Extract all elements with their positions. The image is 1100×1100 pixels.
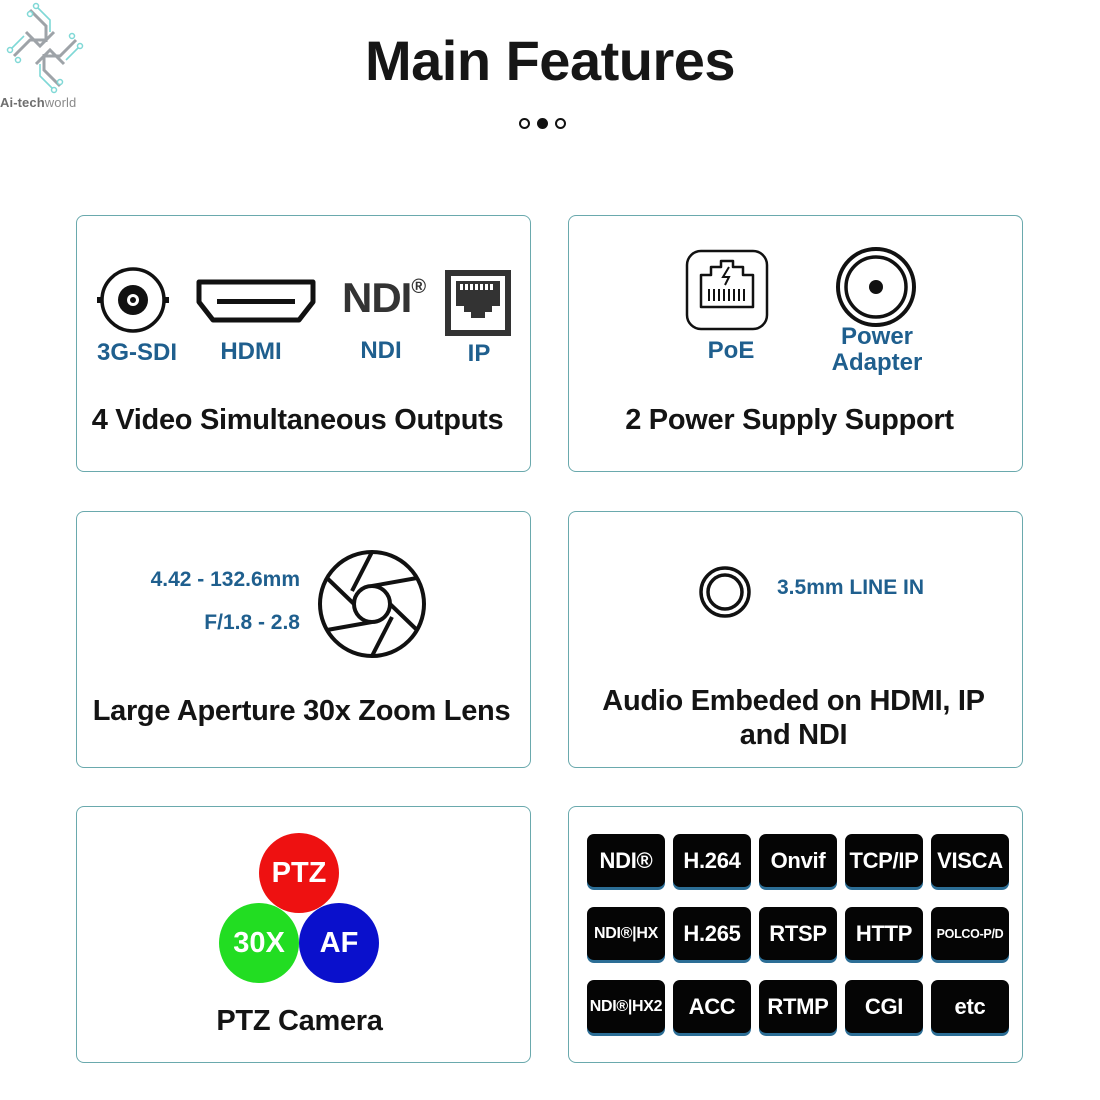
- protocol-tag: RTSP: [759, 907, 837, 960]
- hdmi-port-icon: [196, 279, 316, 323]
- feature-caption: Large Aperture 30x Zoom Lens: [92, 695, 511, 727]
- page-title: Main Features: [364, 29, 736, 92]
- brand-name-bold: Ai-tech: [0, 95, 45, 110]
- pagination-dot-1[interactable]: [519, 118, 530, 129]
- protocol-tag: NDI®|HX2: [587, 980, 665, 1033]
- audio-jack-icon: [699, 566, 751, 618]
- output-label-ndi: NDI: [360, 337, 402, 364]
- feature-card-power-supply: PoE Power Adapter 2 Power Supply Support: [568, 215, 1023, 472]
- carousel-pagination: [519, 118, 566, 129]
- protocol-tag: VISCA: [931, 834, 1009, 887]
- brand-logo: Ai-techworld: [0, 2, 92, 110]
- feature-card-audio: 3.5mm LINE IN Audio Embeded on HDMI, IP …: [568, 511, 1023, 768]
- protocol-tag: POLCO-P/D: [931, 907, 1009, 960]
- ndi-logo-text: NDI: [342, 274, 412, 321]
- dc-power-jack-icon: [836, 247, 916, 327]
- circuit-logo-icon: [6, 2, 84, 94]
- feature-card-ptz-camera: 30X AF PTZ PTZ Camera: [76, 806, 531, 1063]
- protocol-tag: etc: [931, 980, 1009, 1033]
- circle-ptz: PTZ: [259, 833, 339, 913]
- ethernet-port-icon: [445, 270, 511, 336]
- feature-card-video-outputs: NDI® 3G-SDI HDMI NDI IP 4 Video Simultan…: [76, 215, 531, 472]
- power-label-adapter-line2: Adapter: [831, 349, 923, 376]
- line-in-label: 3.5mm LINE IN: [777, 576, 925, 599]
- power-label-poe: PoE: [707, 337, 755, 364]
- feature-caption-line2: and NDI: [739, 719, 848, 751]
- protocol-tag: H.265: [673, 907, 751, 960]
- feature-caption: Audio Embeded on HDMI, IP and NDI: [567, 684, 1020, 752]
- feature-card-protocols: NDI® H.264 Onvif TCP/IP VISCA NDI®|HX H.…: [568, 806, 1023, 1063]
- protocol-tag: NDI®: [587, 834, 665, 887]
- feature-caption-line1: Audio Embeded on HDMI, IP: [602, 685, 985, 717]
- pagination-dot-2-active[interactable]: [537, 118, 548, 129]
- power-label-adapter: Power Adapter: [814, 324, 940, 376]
- protocol-tag: CGI: [845, 980, 923, 1033]
- aperture-icon: [318, 550, 426, 658]
- aperture-value: F/1.8 - 2.8: [204, 611, 300, 634]
- power-label-adapter-line1: Power: [840, 323, 914, 350]
- output-label-hdmi: HDMI: [220, 338, 282, 365]
- pagination-dot-3[interactable]: [555, 118, 566, 129]
- ndi-registered-mark: ®: [411, 276, 426, 298]
- protocol-tag: HTTP: [845, 907, 923, 960]
- poe-port-icon: [685, 249, 769, 331]
- ndi-logo-icon: NDI®: [342, 274, 426, 322]
- brand-name: Ai-techworld: [0, 95, 76, 110]
- protocol-tag: H.264: [673, 834, 751, 887]
- feature-caption: 4 Video Simultaneous Outputs: [91, 404, 504, 436]
- feature-caption: PTZ Camera: [216, 1005, 383, 1037]
- protocol-tag: TCP/IP: [845, 834, 923, 887]
- circle-af: AF: [299, 903, 379, 983]
- bnc-connector-icon: [97, 267, 169, 333]
- feature-caption: 2 Power Supply Support: [625, 404, 954, 436]
- output-label-3g-sdi: 3G-SDI: [96, 339, 177, 366]
- protocol-tag: ACC: [673, 980, 751, 1033]
- brand-name-light: world: [44, 95, 77, 110]
- circle-30x: 30X: [219, 903, 299, 983]
- feature-card-zoom-lens: 4.42 - 132.6mm F/1.8 - 2.8 Large Apertur…: [76, 511, 531, 768]
- protocol-tag: Onvif: [759, 834, 837, 887]
- focal-length-value: 4.42 - 132.6mm: [150, 568, 300, 591]
- protocol-tag: NDI®|HX: [587, 907, 665, 960]
- protocol-tag-grid: NDI® H.264 Onvif TCP/IP VISCA NDI®|HX H.…: [587, 834, 1009, 1033]
- output-label-ip: IP: [467, 340, 491, 367]
- protocol-tag: RTMP: [759, 980, 837, 1033]
